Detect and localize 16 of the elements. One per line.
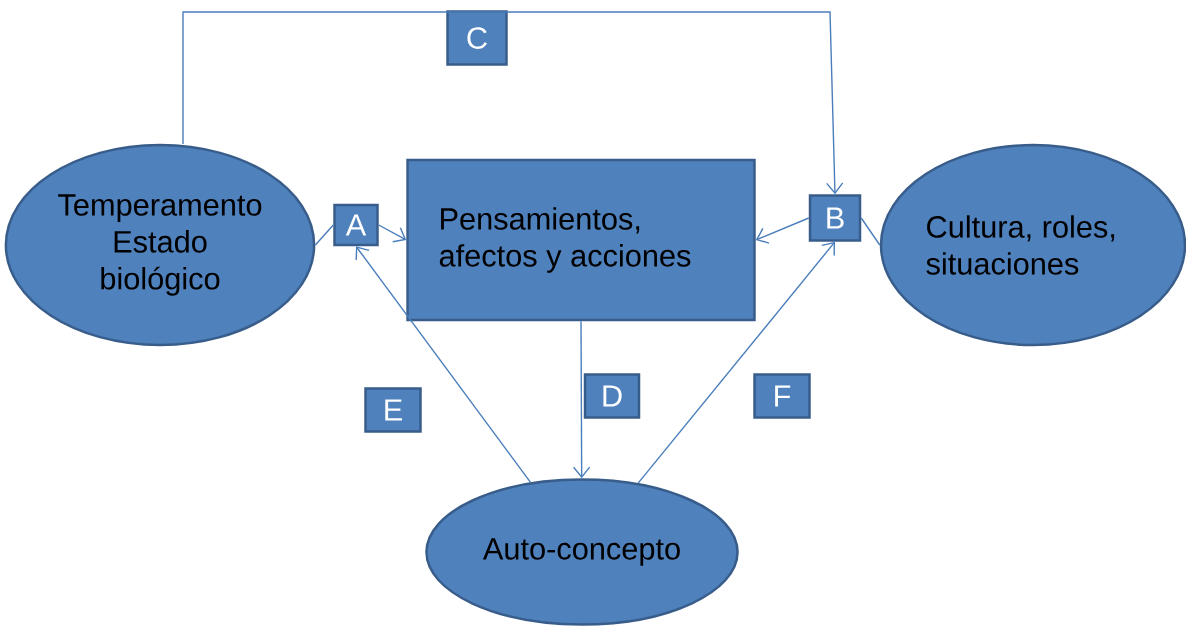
arrow <box>572 320 591 479</box>
letter-box: F <box>753 373 811 419</box>
letter-box: C <box>446 10 508 66</box>
process-box: Pensamientos, afectos y acciones <box>406 158 756 322</box>
arrow <box>182 11 844 195</box>
arrow <box>755 217 810 244</box>
letter-box: A <box>333 203 379 247</box>
oval-node: Temperamento Estado biológico <box>4 143 316 347</box>
oval-node: Cultura, roles, situaciones <box>879 143 1186 347</box>
oval-node: Auto-concepto <box>425 478 739 626</box>
letter-box: E <box>364 387 422 433</box>
letter-box: D <box>583 373 641 419</box>
arrow <box>355 246 532 484</box>
arrow <box>378 224 407 243</box>
arrow <box>637 241 835 484</box>
letter-box: B <box>808 194 862 242</box>
